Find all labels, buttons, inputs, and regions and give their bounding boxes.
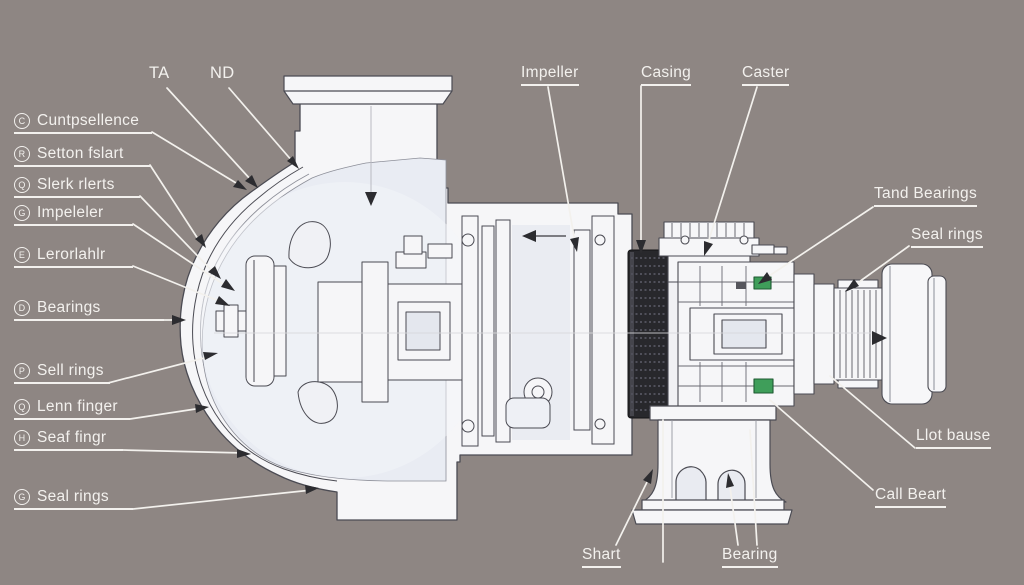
frame-section — [461, 215, 615, 447]
circled-letter-icon: Q — [14, 177, 30, 193]
label-caster: Caster — [742, 64, 790, 86]
circled-letter-icon: R — [14, 146, 30, 162]
coupling-block — [627, 249, 669, 419]
label-text: Sell rings — [37, 362, 104, 379]
circled-letter-icon: D — [14, 300, 30, 316]
label-tand-bearings: Tand Bearings — [874, 185, 977, 207]
flow-arrows — [365, 106, 887, 345]
label-text: Setton fslart — [37, 145, 124, 162]
label-llot-bause: Llot bause — [916, 427, 991, 449]
label-text: Bearings — [37, 299, 101, 316]
label-impeller: Impeller — [521, 64, 579, 86]
label-casing: Casing — [641, 64, 692, 86]
label-impeleler: G Impeleler — [14, 204, 133, 226]
base-plate — [631, 499, 793, 525]
label-text: Seaf fingr — [37, 429, 107, 446]
label-call-beart: Call Beart — [875, 486, 947, 508]
circled-letter-icon: Q — [14, 399, 30, 415]
label-slerk-rlerts: Q Slerk rlerts — [14, 176, 140, 198]
label-text: Slerk rlerts — [37, 176, 115, 193]
circled-letter-icon: E — [14, 247, 30, 263]
label-bearing: Bearing — [722, 546, 778, 568]
label-sell-rings: P Sell rings — [14, 362, 110, 384]
bearing-housing — [658, 221, 947, 435]
label-text: Lerorlahlr — [37, 246, 106, 263]
end-drum — [881, 263, 947, 405]
label-bearings: D Bearings — [14, 299, 164, 321]
label-text: Seal rings — [37, 488, 109, 505]
circled-letter-icon: G — [14, 205, 30, 221]
circled-letter-icon: H — [14, 430, 30, 446]
label-shart: Shart — [582, 546, 621, 568]
label-setton-fslart: R Setton fslart — [14, 145, 150, 167]
leader-arrowheads — [172, 156, 859, 494]
pedestal — [631, 405, 793, 525]
label-text: Cuntpsellence — [37, 112, 140, 129]
suction-flange — [283, 75, 453, 105]
label-lerorlahlr: E Lerorlahlr — [14, 246, 133, 268]
label-seal-rings-right: Seal rings — [911, 226, 983, 248]
circled-letter-icon: C — [14, 113, 30, 129]
circled-letter-icon: G — [14, 489, 30, 505]
impeller-assembly — [215, 221, 465, 424]
leader-lines — [107, 85, 916, 563]
label-cuntpsellence: C Cuntpsellence — [14, 112, 152, 134]
label-text: Lenn finger — [37, 398, 118, 415]
label-seaf-fingr: H Seaf fingr — [14, 429, 123, 451]
circled-letter-icon: P — [14, 363, 30, 379]
label-nd: ND — [210, 64, 235, 82]
label-seal-rings-left: G Seal rings — [14, 488, 133, 510]
label-text: Impeleler — [37, 204, 104, 221]
label-ta: TA — [149, 64, 170, 82]
label-lenn-finger: Q Lenn finger — [14, 398, 130, 420]
